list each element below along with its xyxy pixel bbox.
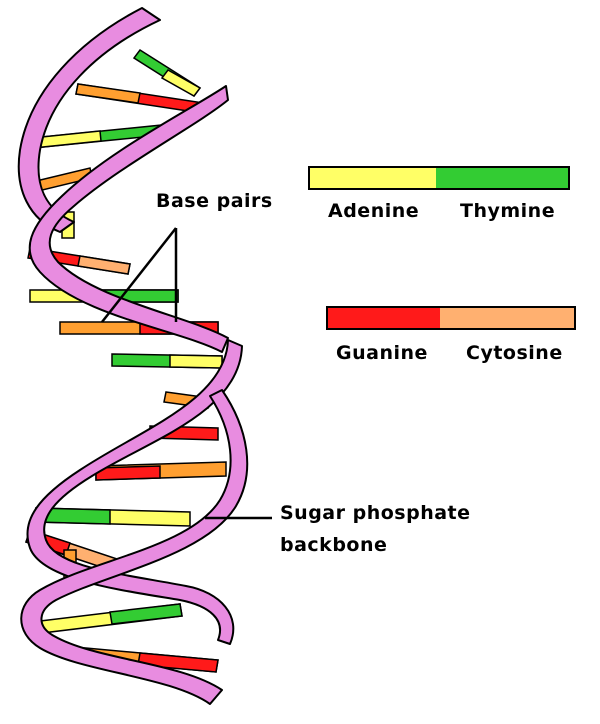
- backbone-label-line2: backbone: [280, 534, 388, 556]
- base-pairs-pointer-line: [101, 227, 177, 323]
- base-pair-rung: [95, 465, 161, 481]
- backbone-ribbon: [26, 339, 243, 645]
- guanine-swatch: [328, 308, 440, 328]
- base-pair-rung: [75, 83, 141, 104]
- cytosine-label: Cytosine: [466, 342, 563, 364]
- thymine-label: Thymine: [460, 200, 556, 222]
- adenine-thymine-key: [308, 166, 570, 190]
- backbone-ribbon: [28, 85, 229, 353]
- base-pair-rung: [169, 354, 223, 369]
- backbone-ribbon: [17, 7, 161, 233]
- adenine-swatch: [310, 168, 436, 188]
- guanine-label: Guanine: [336, 342, 428, 364]
- adenine-label: Adenine: [328, 200, 420, 222]
- base-pair-rung: [160, 69, 202, 97]
- base-pair-rung: [109, 603, 183, 625]
- base-pairs-label: Base pairs: [156, 190, 273, 212]
- guanine-cytosine-key: [326, 306, 576, 330]
- backbone-label-line1: Sugar phosphate: [280, 502, 471, 524]
- base-pair-rung: [77, 255, 131, 275]
- backbone-ribbon: [20, 389, 249, 705]
